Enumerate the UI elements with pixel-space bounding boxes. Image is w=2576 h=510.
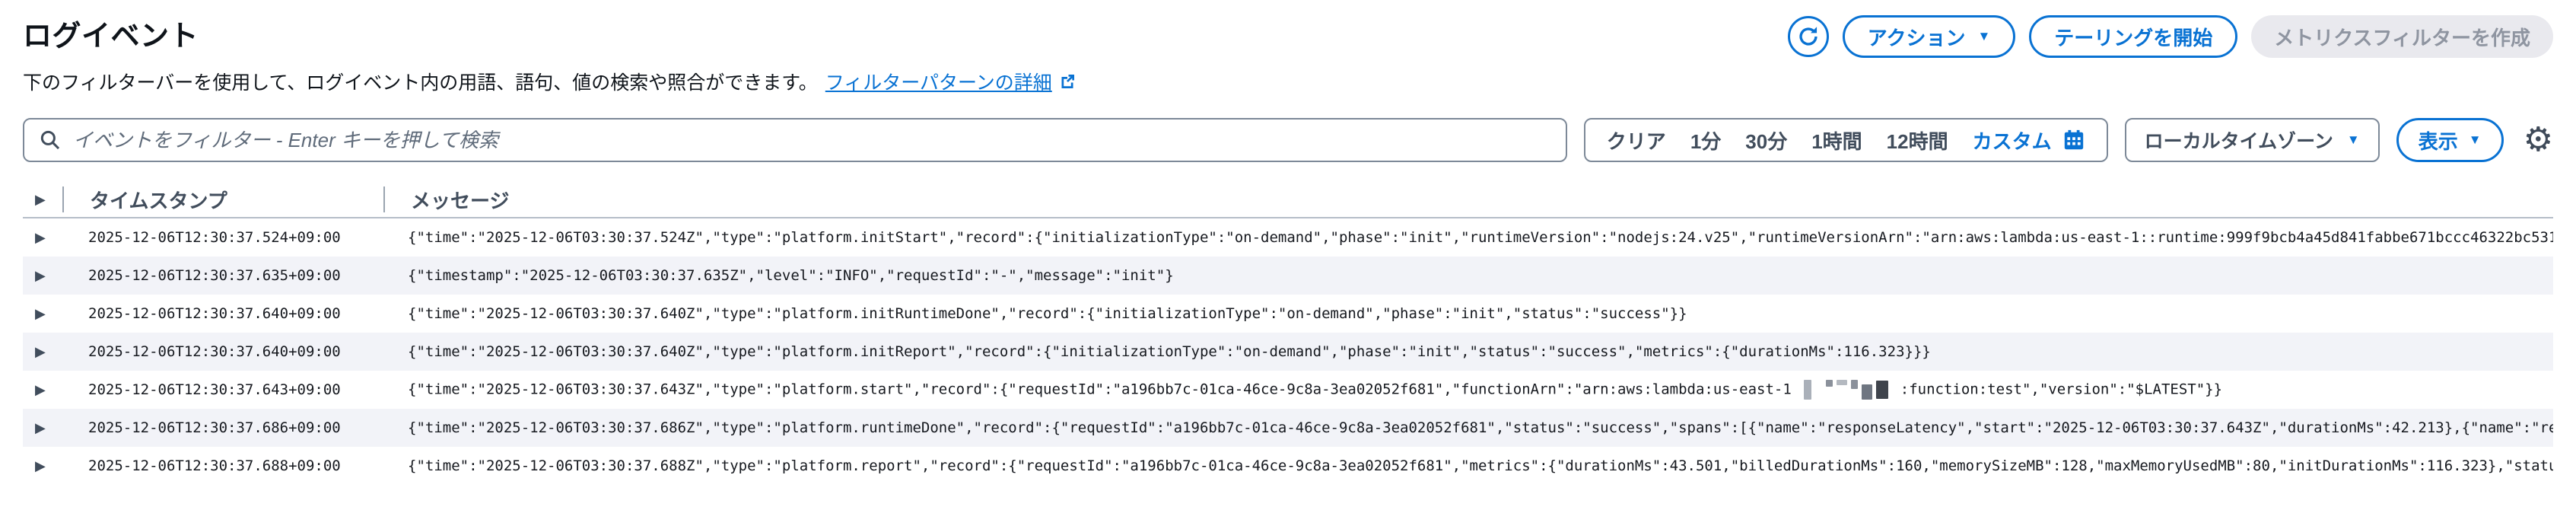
- time-range-selector: クリア 1分 30分 1時間 12時間 カスタム: [1583, 118, 2108, 162]
- external-link-icon: [1061, 75, 1074, 88]
- table-row[interactable]: ▶ 2025-12-06T12:30:37.640+09:00 {"time":…: [23, 295, 2553, 333]
- log-timestamp: 2025-12-06T12:30:37.640+09:00: [88, 343, 341, 360]
- timestamp-column-header: タイムスタンプ: [90, 189, 227, 212]
- expand-row-icon[interactable]: ▶: [35, 419, 46, 435]
- table-row[interactable]: ▶ 2025-12-06T12:30:37.524+09:00 {"time":…: [23, 218, 2553, 257]
- filter-pattern-link[interactable]: フィルターパターンの詳細: [825, 68, 1077, 95]
- time-range-12hour[interactable]: 12時間: [1886, 129, 1948, 153]
- log-message: {"time":"2025-12-06T03:30:37.688Z","type…: [408, 457, 2553, 474]
- column-divider: [383, 186, 385, 212]
- settings-gear-icon[interactable]: ⚙: [2523, 121, 2553, 158]
- expand-row-icon[interactable]: ▶: [35, 305, 46, 321]
- log-timestamp: 2025-12-06T12:30:37.524+09:00: [88, 229, 341, 246]
- table-row[interactable]: ▶ 2025-12-06T12:30:37.686+09:00 {"time":…: [23, 409, 2553, 447]
- expand-row-icon[interactable]: ▶: [35, 457, 46, 473]
- filter-bar: クリア 1分 30分 1時間 12時間 カスタム ローカルタイムゾーン ▼ 表示: [23, 118, 2553, 162]
- log-message: {"timestamp":"2025-12-06T03:30:37.635Z",…: [408, 267, 1174, 284]
- column-divider: [62, 186, 64, 212]
- time-range-clear[interactable]: クリア: [1606, 129, 1666, 153]
- expand-row-icon[interactable]: ▶: [35, 343, 46, 359]
- actions-button-label: アクション: [1867, 26, 1966, 49]
- search-box[interactable]: [23, 118, 1567, 162]
- create-metric-filter-label: メトリクスフィルターを作成: [2274, 26, 2530, 49]
- timezone-select[interactable]: ローカルタイムゾーン ▼: [2124, 118, 2380, 162]
- start-tailing-label: テーリングを開始: [2054, 26, 2213, 49]
- log-message: {"time":"2025-12-06T03:30:37.640Z","type…: [408, 343, 1931, 360]
- log-timestamp: 2025-12-06T12:30:37.688+09:00: [88, 457, 341, 474]
- log-table-body: ▶ 2025-12-06T12:30:37.524+09:00 {"time":…: [23, 218, 2553, 485]
- log-timestamp: 2025-12-06T12:30:37.686+09:00: [88, 419, 341, 436]
- display-button-label: 表示: [2418, 129, 2458, 153]
- calendar-icon: [2064, 129, 2083, 150]
- redacted-account-id: [1803, 380, 1888, 400]
- table-header: ▶ タイムスタンプ メッセージ: [23, 182, 2553, 218]
- log-message: {"time":"2025-12-06T03:30:37.640Z","type…: [408, 305, 1687, 322]
- expand-row-icon[interactable]: ▶: [35, 267, 46, 283]
- search-input[interactable]: [73, 128, 1550, 152]
- time-range-custom-label: カスタム: [1972, 129, 2052, 153]
- log-events-table: ▶ タイムスタンプ メッセージ ▶ 2025-12-06T12:30:37.52…: [23, 182, 2553, 485]
- page-description: 下のフィルターバーを使用して、ログイベント内の用語、語句、値の検索や照合ができま…: [23, 68, 1077, 95]
- refresh-button[interactable]: [1787, 16, 1829, 57]
- time-range-1hour[interactable]: 1時間: [1811, 129, 1862, 153]
- header-left: ログイベント 下のフィルターバーを使用して、ログイベント内の用語、語句、値の検索…: [23, 12, 1077, 95]
- description-text: 下のフィルターバーを使用して、ログイベント内の用語、語句、値の検索や照合ができま…: [23, 72, 818, 94]
- create-metric-filter-button[interactable]: メトリクスフィルターを作成: [2251, 15, 2553, 58]
- log-events-page: ログイベント 下のフィルターバーを使用して、ログイベント内の用語、語句、値の検索…: [23, 12, 2553, 485]
- start-tailing-button[interactable]: テーリングを開始: [2029, 15, 2238, 58]
- timezone-select-value: ローカルタイムゾーン: [2144, 131, 2333, 152]
- message-column-header: メッセージ: [411, 189, 510, 212]
- expand-row-icon[interactable]: ▶: [35, 229, 46, 245]
- chevron-down-icon: ▼: [2468, 132, 2482, 147]
- expand-row-icon[interactable]: ▶: [35, 381, 46, 397]
- time-range-custom[interactable]: カスタム: [1973, 126, 2085, 155]
- chevron-down-icon: ▼: [2346, 132, 2360, 147]
- time-range-1min[interactable]: 1分: [1690, 129, 1722, 153]
- search-icon: [40, 130, 60, 150]
- filter-pattern-link-label: フィルターパターンの詳細: [825, 72, 1052, 94]
- log-message: {"time":"2025-12-06T03:30:37.686Z","type…: [408, 419, 2553, 436]
- log-timestamp: 2025-12-06T12:30:37.640+09:00: [88, 305, 341, 322]
- table-row[interactable]: ▶ 2025-12-06T12:30:37.688+09:00 {"time":…: [23, 447, 2553, 485]
- log-message: {"time":"2025-12-06T03:30:37.643Z","type…: [382, 380, 2553, 400]
- page-header: ログイベント 下のフィルターバーを使用して、ログイベント内の用語、語句、値の検索…: [23, 12, 2553, 95]
- log-timestamp: 2025-12-06T12:30:37.635+09:00: [88, 267, 341, 284]
- display-button[interactable]: 表示 ▼: [2396, 118, 2504, 162]
- log-timestamp: 2025-12-06T12:30:37.643+09:00: [88, 381, 341, 398]
- log-message: {"time":"2025-12-06T03:30:37.524Z","type…: [408, 229, 2553, 246]
- table-row[interactable]: ▶ 2025-12-06T12:30:37.643+09:00 {"time":…: [23, 371, 2553, 409]
- table-row[interactable]: ▶ 2025-12-06T12:30:37.640+09:00 {"time":…: [23, 333, 2553, 371]
- refresh-icon: [1799, 27, 1818, 46]
- expand-all-icon[interactable]: ▶: [35, 191, 46, 207]
- actions-button[interactable]: アクション ▼: [1842, 15, 2016, 58]
- time-range-30min[interactable]: 30分: [1745, 129, 1788, 153]
- chevron-down-icon: ▼: [1977, 29, 1991, 43]
- header-actions: アクション ▼ テーリングを開始 メトリクスフィルターを作成: [1787, 15, 2553, 58]
- table-row[interactable]: ▶ 2025-12-06T12:30:37.635+09:00 {"timest…: [23, 257, 2553, 295]
- page-title: ログイベント: [23, 21, 199, 53]
